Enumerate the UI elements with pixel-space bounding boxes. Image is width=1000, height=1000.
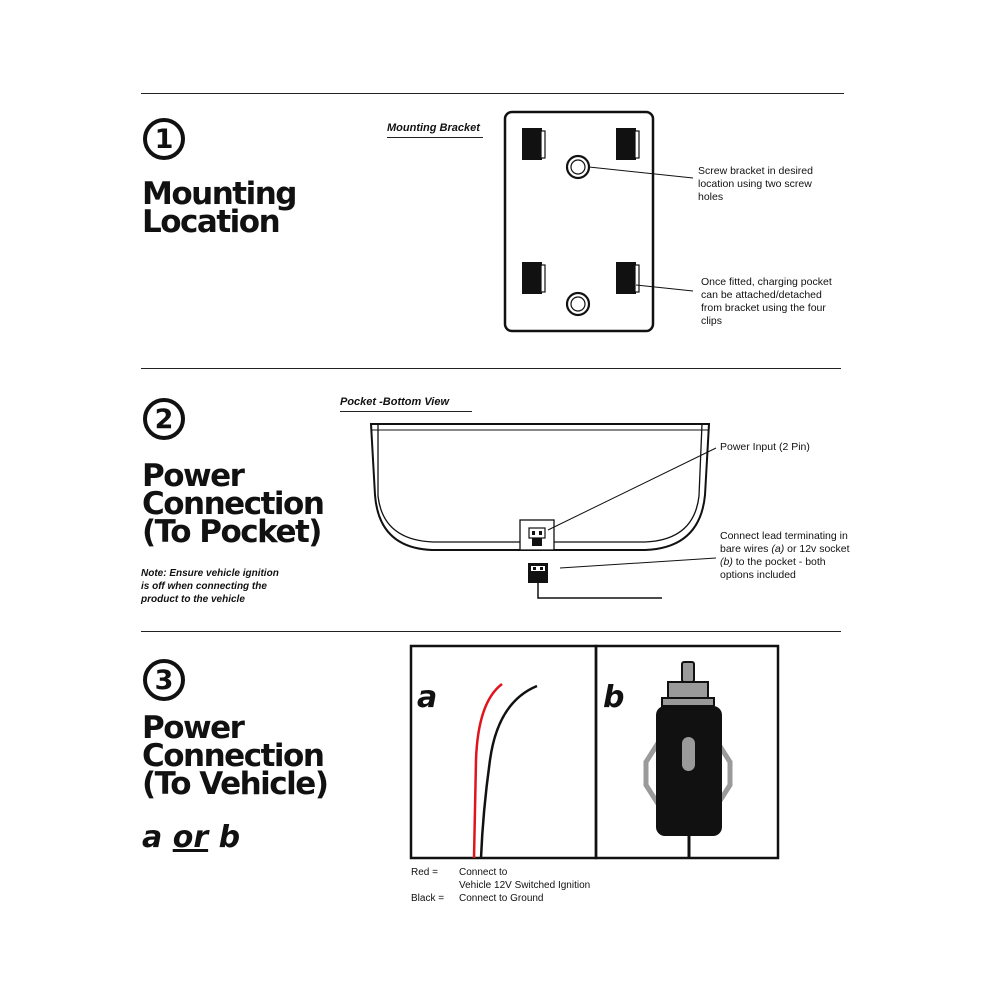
screw-hole-top bbox=[565, 154, 591, 180]
option-b: b bbox=[218, 820, 241, 855]
ignition-note: Note: Ensure vehicle ignition is off whe… bbox=[141, 568, 279, 605]
pocket-bottom-caption: Pocket -Bottom View bbox=[340, 396, 472, 412]
power-input-leader-line bbox=[547, 447, 717, 531]
lead-leader-line bbox=[559, 557, 717, 569]
bracket-clip-bottom-right bbox=[616, 262, 640, 294]
lead-callout: Connect lead terminating in bare wires (… bbox=[720, 530, 860, 582]
option-or: or bbox=[172, 820, 209, 855]
lead-plug bbox=[528, 563, 662, 599]
clips-leader-line bbox=[635, 284, 694, 292]
step-3-title: Power Connection (To Vehicle) bbox=[142, 710, 329, 802]
lead-callout-text-3: to the pocket - both options included bbox=[720, 556, 826, 581]
panel-b-frame bbox=[594, 644, 780, 860]
screw-leader-line bbox=[588, 166, 694, 179]
legend-black-key: Black = bbox=[411, 893, 445, 904]
lead-callout-text-2: or 12v socket bbox=[784, 543, 850, 555]
mounting-bracket-caption: Mounting Bracket bbox=[387, 122, 483, 138]
panel-a-label: a bbox=[417, 680, 438, 715]
screw-callout: Screw bracket in desired location using … bbox=[698, 165, 813, 203]
screw-hole-bottom bbox=[565, 291, 591, 317]
power-input-callout: Power Input (2 Pin) bbox=[720, 441, 810, 453]
section-divider-top bbox=[141, 93, 844, 94]
step-3-number: 3 bbox=[143, 659, 185, 701]
black-wire bbox=[479, 684, 538, 859]
option-a-or-b: a or b bbox=[142, 820, 240, 855]
lead-callout-b: (b) bbox=[720, 556, 733, 568]
12v-socket-plug bbox=[643, 661, 733, 858]
clips-callout: Once fitted, charging pocket can be atta… bbox=[701, 276, 832, 327]
legend-black-value: Connect to Ground bbox=[459, 893, 544, 904]
legend-red-key: Red = bbox=[411, 867, 438, 878]
section-divider-2-3 bbox=[141, 631, 841, 632]
panel-a-frame bbox=[409, 644, 598, 860]
panel-b-label: b bbox=[603, 680, 625, 715]
option-a: a bbox=[142, 820, 163, 855]
bracket-clip-top-right bbox=[616, 128, 640, 160]
bracket-clip-top-left bbox=[522, 128, 546, 160]
mounting-bracket bbox=[503, 110, 655, 333]
step-2-number: 2 bbox=[143, 398, 185, 440]
lead-callout-a: (a) bbox=[771, 543, 785, 555]
legend-red-value: Connect to Vehicle 12V Switched Ignition bbox=[459, 867, 591, 891]
pocket-bottom-view bbox=[369, 423, 711, 551]
bracket-clip-bottom-left bbox=[522, 262, 546, 294]
section-divider-1-2 bbox=[141, 368, 841, 369]
lead-callout-text-1: Connect lead terminating in bare wires bbox=[720, 530, 848, 555]
step-2-title: Power Connection (To Pocket) bbox=[142, 458, 325, 550]
step-1-title: Mounting Location bbox=[142, 176, 298, 240]
power-input-connector bbox=[519, 519, 555, 551]
step-1-number: 1 bbox=[143, 118, 185, 160]
red-wire bbox=[472, 683, 503, 859]
